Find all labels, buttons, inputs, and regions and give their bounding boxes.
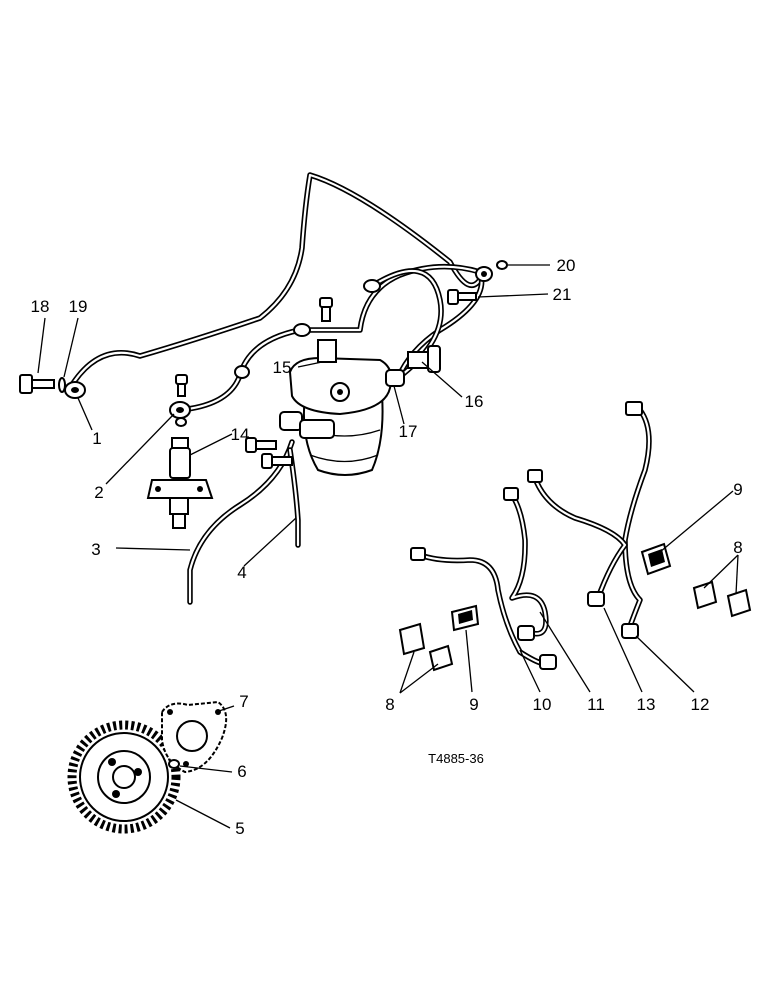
banjo-bolt-21 xyxy=(447,289,477,305)
injector-pipe-13 xyxy=(532,475,628,601)
banjo-connector-1 xyxy=(64,381,86,399)
bolts-filter-lower xyxy=(245,437,293,469)
callout-8-left: 8 xyxy=(385,695,394,714)
injector-pipe-11 xyxy=(509,492,549,637)
injector-pipe-10 xyxy=(417,552,551,667)
callout-1: 1 xyxy=(92,429,101,448)
callout-5: 5 xyxy=(235,819,244,838)
callout-11: 11 xyxy=(587,695,605,714)
callout-9-right: 9 xyxy=(733,480,742,499)
callout-15: 15 xyxy=(273,358,292,377)
washer-19 xyxy=(58,377,66,393)
callout-4: 4 xyxy=(237,563,246,582)
callout-2: 2 xyxy=(94,483,103,502)
leader-lines xyxy=(37,264,739,829)
timing-gear-5 xyxy=(67,720,181,834)
callout-14: 14 xyxy=(231,425,250,444)
callout-10: 10 xyxy=(533,695,552,714)
screw-6 xyxy=(168,759,180,769)
callout-16: 16 xyxy=(465,392,484,411)
banjo-connector-top xyxy=(234,266,493,379)
clamp-pad-9-right xyxy=(640,542,672,576)
callout-19: 19 xyxy=(69,297,88,316)
callout-6: 6 xyxy=(237,762,246,781)
injector-14 xyxy=(146,437,214,529)
callout-12: 12 xyxy=(691,695,710,714)
callout-13: 13 xyxy=(637,695,656,714)
callout-8-right: 8 xyxy=(733,538,742,557)
bolt-top-filter xyxy=(175,297,333,427)
clamp-pad-9-left xyxy=(450,604,480,632)
callout-9-left: 9 xyxy=(469,695,478,714)
banjo-connector-2 xyxy=(169,401,191,419)
clamp-8-right xyxy=(692,580,752,618)
injector-pipe-12 xyxy=(622,407,652,635)
injector-pipe-nuts xyxy=(410,401,643,670)
fuel-pipe-1 xyxy=(67,172,485,391)
callout-7: 7 xyxy=(239,692,248,711)
callout-20: 20 xyxy=(557,256,576,275)
fuel-filter xyxy=(279,339,405,476)
callout-18: 18 xyxy=(31,297,50,316)
callout-3: 3 xyxy=(91,540,100,559)
callout-17: 17 xyxy=(399,422,418,441)
washer-20 xyxy=(496,260,508,270)
figure-code: T4885-36 xyxy=(428,751,484,766)
callout-21: 21 xyxy=(553,285,572,304)
clamp-8-left xyxy=(398,622,454,672)
gasket-plate-7 xyxy=(161,700,228,774)
banjo-bolt-16 xyxy=(407,345,441,373)
banjo-bolt-18 xyxy=(19,374,55,394)
